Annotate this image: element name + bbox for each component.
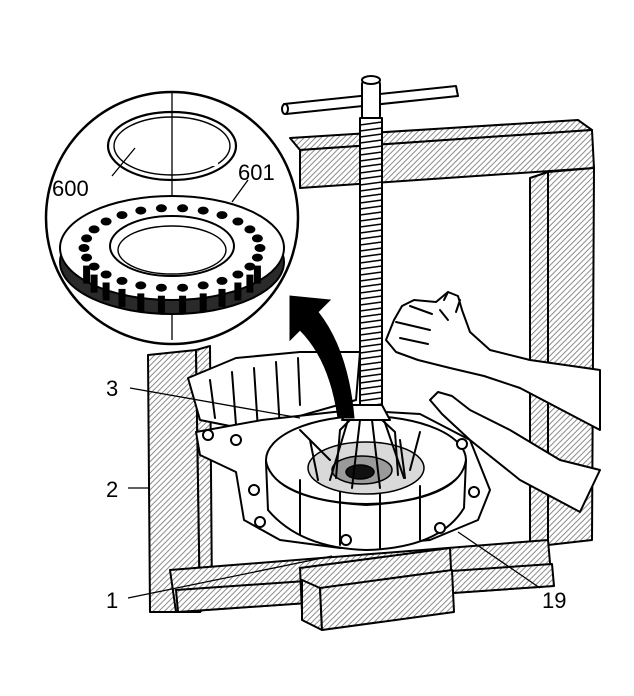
leader-3 [129,387,301,419]
retainer-springs [83,265,261,314]
hand [385,291,601,513]
callout-19: 19 [542,588,566,613]
snap-ring [106,110,238,182]
callout-1: 1 [106,588,118,613]
curved-arrow-icon [289,295,355,419]
retainer-holes [78,204,266,292]
spring-retainer [59,195,285,315]
inset-circle-icon [44,90,300,346]
transmission-case [187,351,491,551]
callout-600: 600 [52,176,89,201]
callout-601: 601 [238,160,275,185]
leader-lines [111,147,541,599]
leader-600 [111,147,136,177]
flange-bolts [202,429,480,546]
callout-3: 3 [106,376,118,401]
leader-1 [127,555,333,599]
leader-19 [457,531,541,589]
press-block [299,547,455,631]
callout-labels: 600 601 3 2 1 19 [52,160,566,613]
callout-2: 2 [106,477,118,502]
screw-threads [359,121,383,408]
leader-601 [231,179,249,203]
